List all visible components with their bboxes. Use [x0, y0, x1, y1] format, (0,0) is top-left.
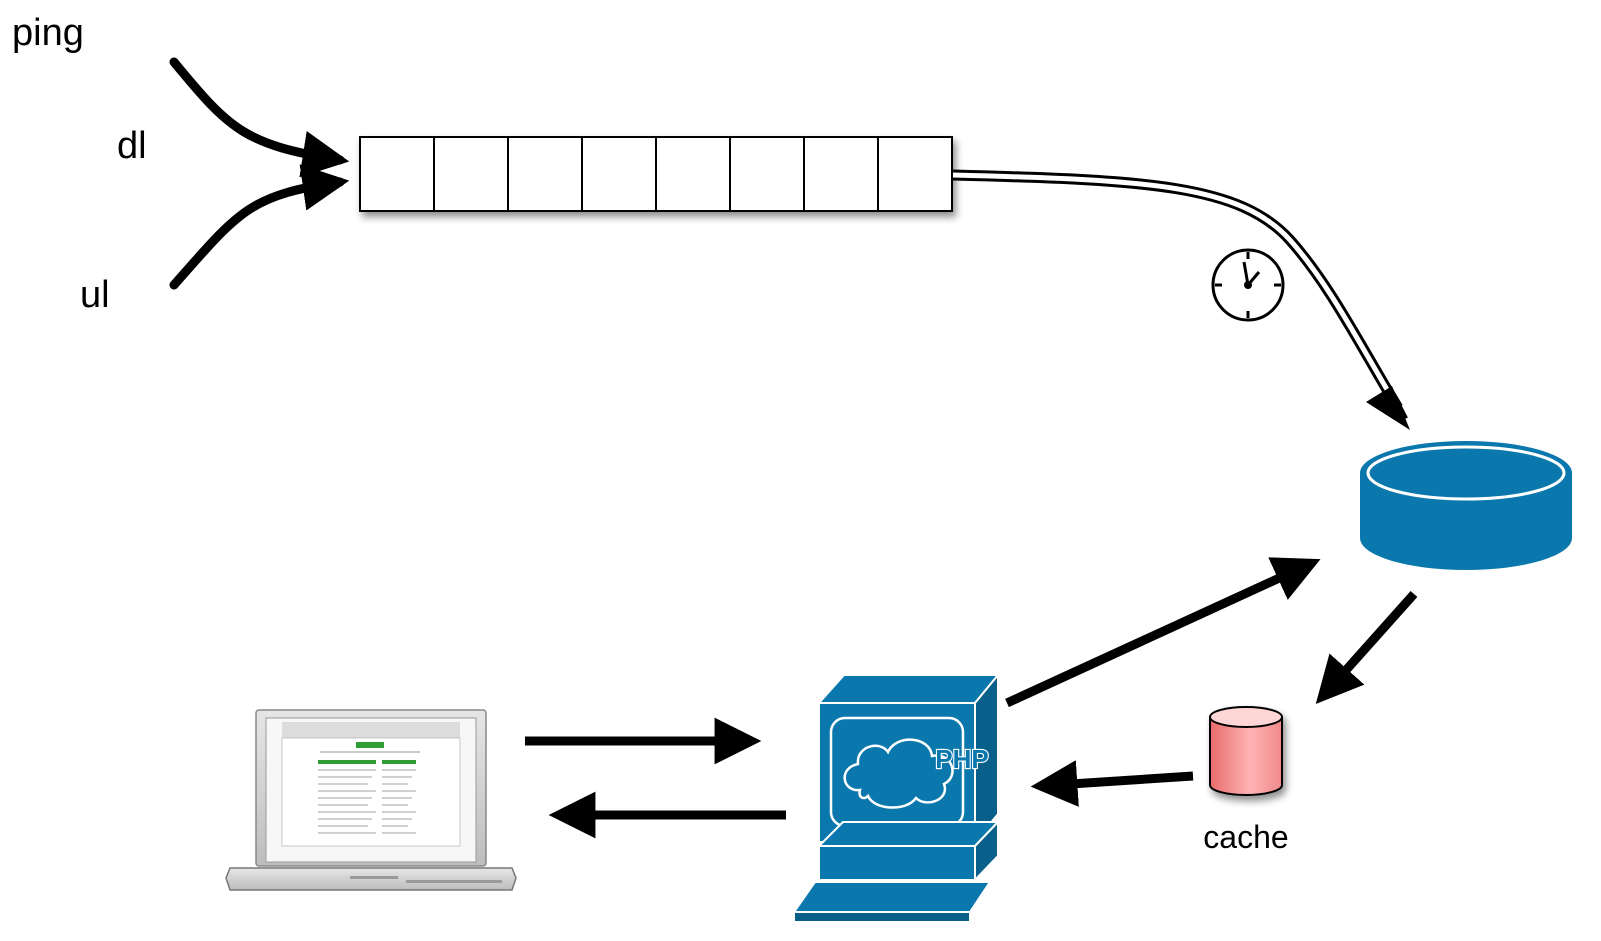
ul-label: ul [80, 274, 110, 316]
cache-label: cache [1203, 819, 1288, 855]
dl-label: dl [117, 125, 147, 167]
cache-to-server-arrow [1030, 760, 1194, 807]
clock-icon [1211, 248, 1285, 322]
ul-arrow [169, 164, 350, 290]
db-to-cache-arrow [1315, 591, 1418, 704]
database-icon [1360, 441, 1572, 570]
php-server-icon: PHP [792, 672, 1001, 923]
cache-icon [1209, 706, 1283, 796]
php-label: PHP [935, 744, 988, 774]
ping-label: ping [12, 12, 84, 54]
server-to-db-arrow [1005, 557, 1321, 708]
laptop-icon [225, 709, 517, 891]
message-queue [359, 136, 953, 212]
pipe-arrowhead [1366, 386, 1410, 430]
dl-arrow [169, 57, 350, 178]
